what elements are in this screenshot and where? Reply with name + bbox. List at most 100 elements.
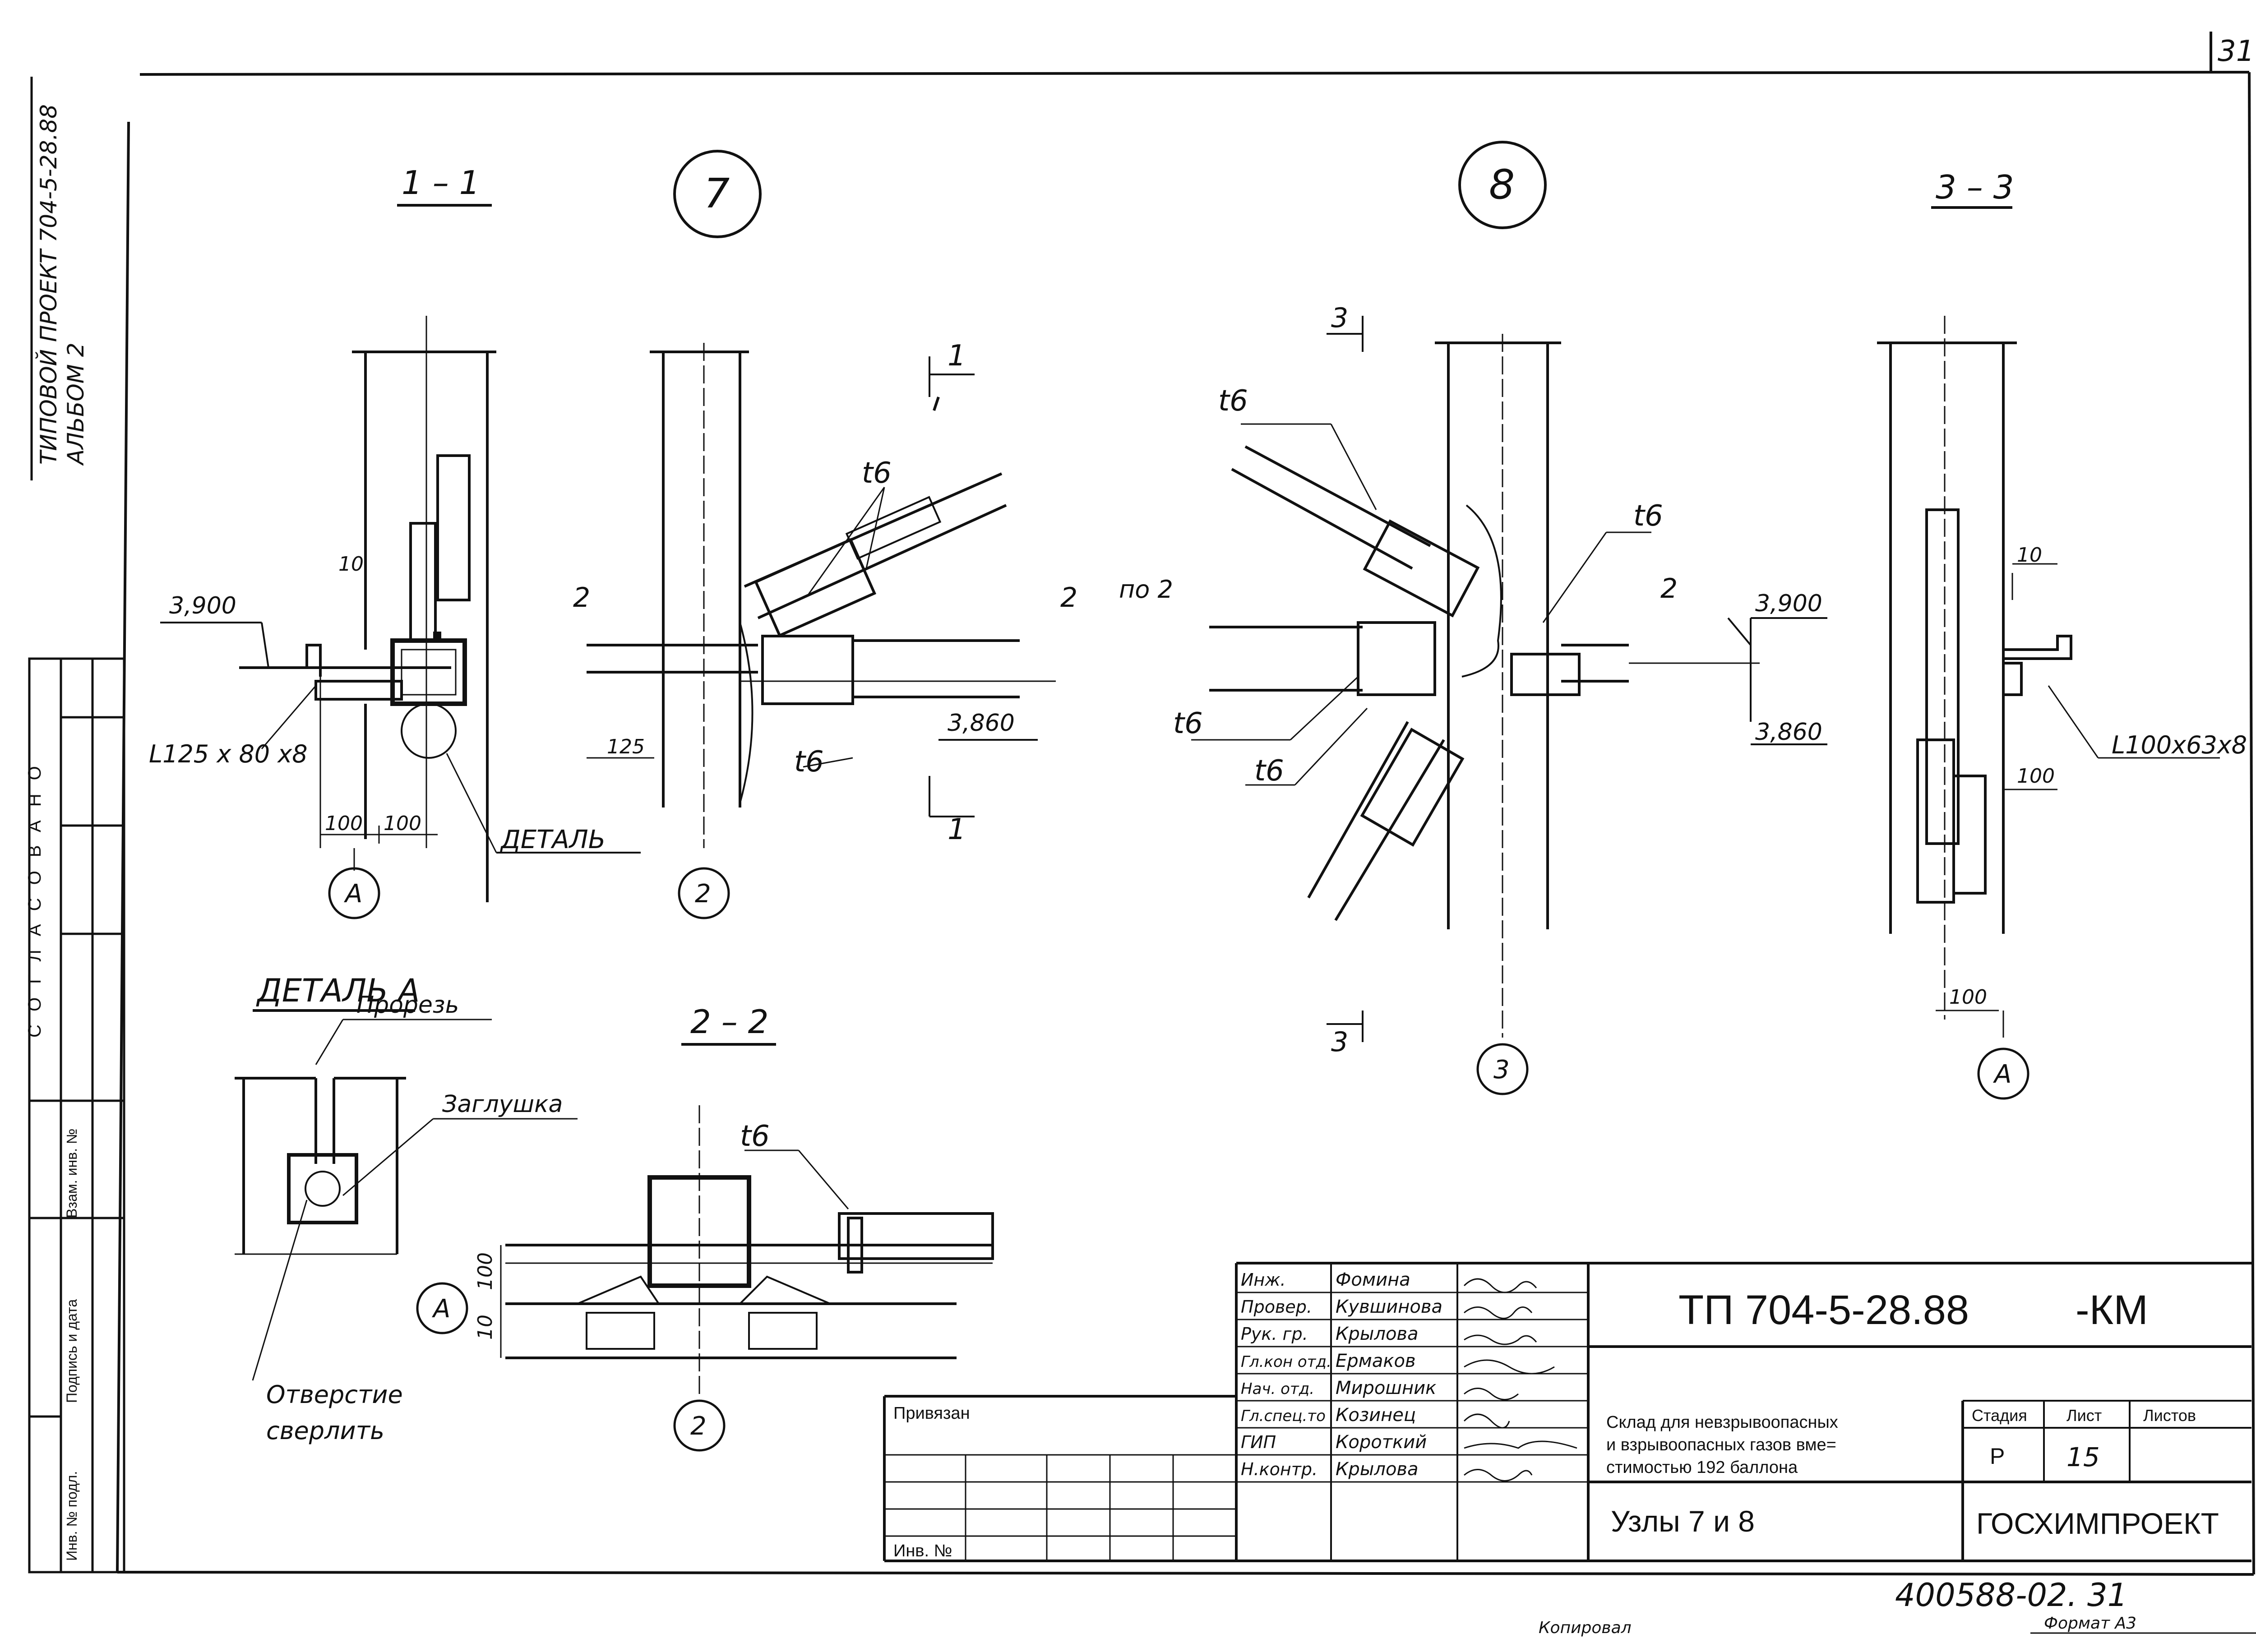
view-1-1-title: 1 – 1 bbox=[402, 164, 480, 202]
view-7-title: 7 bbox=[704, 170, 730, 217]
drawing-code: ТП 704-5-28.88 bbox=[1678, 1287, 1969, 1333]
role-1: Провер. bbox=[1241, 1297, 1312, 1317]
view-2-2: 2 – 2 t6 100 10 А 2 bbox=[416, 1003, 994, 1452]
view-7-t6-top: t6 bbox=[862, 457, 892, 490]
name-5: Козинец bbox=[1336, 1405, 1416, 1426]
name-1: Кувшинова bbox=[1336, 1297, 1442, 1317]
view-3-3-dim-10: 10 bbox=[2017, 544, 2042, 567]
sheet-value: 15 bbox=[2066, 1442, 2100, 1472]
detail-a-title: ДЕТАЛЬ А bbox=[256, 972, 420, 1009]
role-5: Гл.спец.то bbox=[1241, 1407, 1326, 1425]
detail-a: ДЕТАЛЬ А Прорезь Заглушка Отверстие свер… bbox=[235, 972, 578, 1445]
title-block-names: Фомина Кувшинова Крылова Ермаков Мирошни… bbox=[1336, 1269, 1442, 1480]
privyazan: Привязан bbox=[893, 1404, 970, 1423]
name-3: Ермаков bbox=[1336, 1351, 1416, 1371]
side-vzam-inv: Взам. инв. № bbox=[64, 1129, 80, 1218]
description-line-1: Склад для невзрывоопасных bbox=[1606, 1413, 1838, 1432]
view-1-1-axis-bubble bbox=[328, 867, 380, 919]
side-stamp bbox=[28, 77, 125, 1574]
view-8-mark-3900: 3,900 bbox=[1755, 590, 1822, 617]
view-2-2-t6: t6 bbox=[740, 1120, 770, 1153]
archive-number: 400588-02. 31 bbox=[1895, 1577, 2127, 1614]
view-1-1-detail-ref: ДЕТАЛЬ bbox=[499, 825, 606, 854]
drawing-suffix: -КМ bbox=[2076, 1287, 2148, 1333]
detail-a-hole-label-1: Отверстие bbox=[266, 1380, 403, 1409]
view-8: 8 bbox=[1119, 141, 1827, 1095]
view-3-3-angle-label: L100x63x8 bbox=[2112, 731, 2247, 759]
view-2-2-dim-10: 10 bbox=[474, 1315, 497, 1340]
view-3-3-title: 3 – 3 bbox=[1936, 168, 2014, 206]
view-8-t6-lower: t6 bbox=[1254, 754, 1284, 788]
description-line-2: и взрывоопасных газов вме= bbox=[1606, 1435, 1836, 1454]
sheet-title: Узлы 7 и 8 bbox=[1611, 1504, 1755, 1538]
role-3: Гл.кон отд. bbox=[1241, 1353, 1331, 1371]
view-7-dim-125: 125 bbox=[607, 735, 645, 758]
view-8-t6-top: t6 bbox=[1218, 384, 1248, 418]
view-3-3: 3 – 3 10 L100x63x8 100 100 А bbox=[1877, 168, 2247, 1100]
signatures bbox=[1463, 1278, 1577, 1481]
role-0: Инж. bbox=[1241, 1270, 1286, 1290]
side-soglasovano: СОГЛАСОВАНО bbox=[25, 752, 45, 1038]
view-2-2-axis-2-bubble bbox=[673, 1399, 726, 1452]
copied-by: Копировал bbox=[1539, 1619, 1632, 1637]
view-7-cut2-right: 2 bbox=[1060, 582, 1077, 614]
role-6: ГИП bbox=[1241, 1432, 1276, 1452]
view-8-bubble bbox=[1458, 141, 1547, 229]
view-2-2-axis-2-label: 2 bbox=[690, 1412, 707, 1441]
role-2: Рук. гр. bbox=[1241, 1324, 1308, 1344]
side-inv-no-orig: Инв. № подл. bbox=[64, 1471, 80, 1561]
side-sign-date: Подпись и дата bbox=[64, 1299, 80, 1403]
view-2-2-title: 2 – 2 bbox=[690, 1003, 768, 1041]
sheet-number: 31 bbox=[2218, 35, 2254, 68]
view-2-2-dim-100: 100 bbox=[474, 1252, 497, 1290]
side-project-line1: ТИПОВОЙ ПРОЕКТ 704-5-28.88 bbox=[35, 104, 62, 465]
description-line-3: стимостью 192 баллона bbox=[1606, 1458, 1798, 1477]
title-block-roles: Инж. Провер. Рук. гр. Гл.кон отд. Нач. о… bbox=[1241, 1270, 1331, 1479]
view-7-axis-bubble bbox=[678, 867, 730, 919]
title-block bbox=[883, 1262, 2251, 1562]
view-7-axis-label: 2 bbox=[695, 879, 711, 909]
view-8-cut3-top: 3 bbox=[1331, 302, 1348, 334]
view-3-3-dim-100b: 100 bbox=[1949, 986, 1987, 1009]
view-1-1: 1 – 1 3,900 10 bbox=[149, 164, 641, 919]
view-3-3-axis-bubble bbox=[1977, 1047, 2029, 1100]
view-3-3-dim-100a: 100 bbox=[2017, 765, 2055, 788]
view-7-mark-3860: 3,860 bbox=[948, 710, 1015, 737]
col-sheets: Листов bbox=[2143, 1406, 2196, 1425]
inv-no: Инв. № bbox=[893, 1541, 952, 1560]
view-3-3-axis-label: А bbox=[1993, 1060, 2011, 1089]
view-8-axis-label: 3 bbox=[1493, 1055, 1510, 1084]
view-7-cut1-bottom: 1 bbox=[948, 813, 966, 846]
name-2: Крылова bbox=[1336, 1324, 1419, 1344]
view-1-1-mark-3900: 3,900 bbox=[169, 592, 236, 619]
view-2-2-axis-a-label: А bbox=[432, 1294, 450, 1324]
view-1-1-angle-label: L125 x 80 x8 bbox=[149, 740, 308, 768]
view-8-cut2: 2 bbox=[1660, 573, 1678, 605]
view-8-cut3-bottom: 3 bbox=[1331, 1026, 1348, 1058]
view-8-axis-bubble bbox=[1476, 1043, 1529, 1095]
sheet-frame bbox=[116, 32, 2256, 1634]
view-1-1-dim-10: 10 bbox=[338, 553, 364, 576]
view-8-title: 8 bbox=[1489, 161, 1515, 208]
name-4: Мирошник bbox=[1336, 1378, 1436, 1398]
view-8-t6-right: t6 bbox=[1633, 499, 1663, 533]
view-7-cut2-left: 2 bbox=[573, 582, 590, 614]
view-1-1-dim-100b: 100 bbox=[384, 812, 421, 835]
name-7: Крылова bbox=[1336, 1459, 1419, 1480]
organization: ГОСХИМПРОЕКТ bbox=[1976, 1507, 2219, 1540]
detail-a-plug-label: Заглушка bbox=[442, 1091, 563, 1118]
detail-a-slot-label: Прорезь bbox=[356, 992, 459, 1019]
view-1-1-axis-label: А bbox=[344, 879, 362, 909]
name-6: Короткий bbox=[1336, 1432, 1427, 1453]
view-7-cut1-top: 1 bbox=[948, 339, 966, 373]
view-8-mark-3860: 3,860 bbox=[1755, 719, 1822, 746]
view-1-1-dim-100a: 100 bbox=[325, 812, 363, 835]
col-stage: Стадия bbox=[1972, 1406, 2027, 1425]
role-7: Н.контр. bbox=[1241, 1459, 1318, 1479]
view-8-po2: по 2 bbox=[1119, 575, 1173, 604]
name-0: Фомина bbox=[1336, 1269, 1410, 1290]
view-7-bubble bbox=[673, 150, 762, 238]
view-7: 7 t6 t6 bbox=[573, 150, 1077, 919]
role-4: Нач. отд. bbox=[1241, 1380, 1314, 1398]
